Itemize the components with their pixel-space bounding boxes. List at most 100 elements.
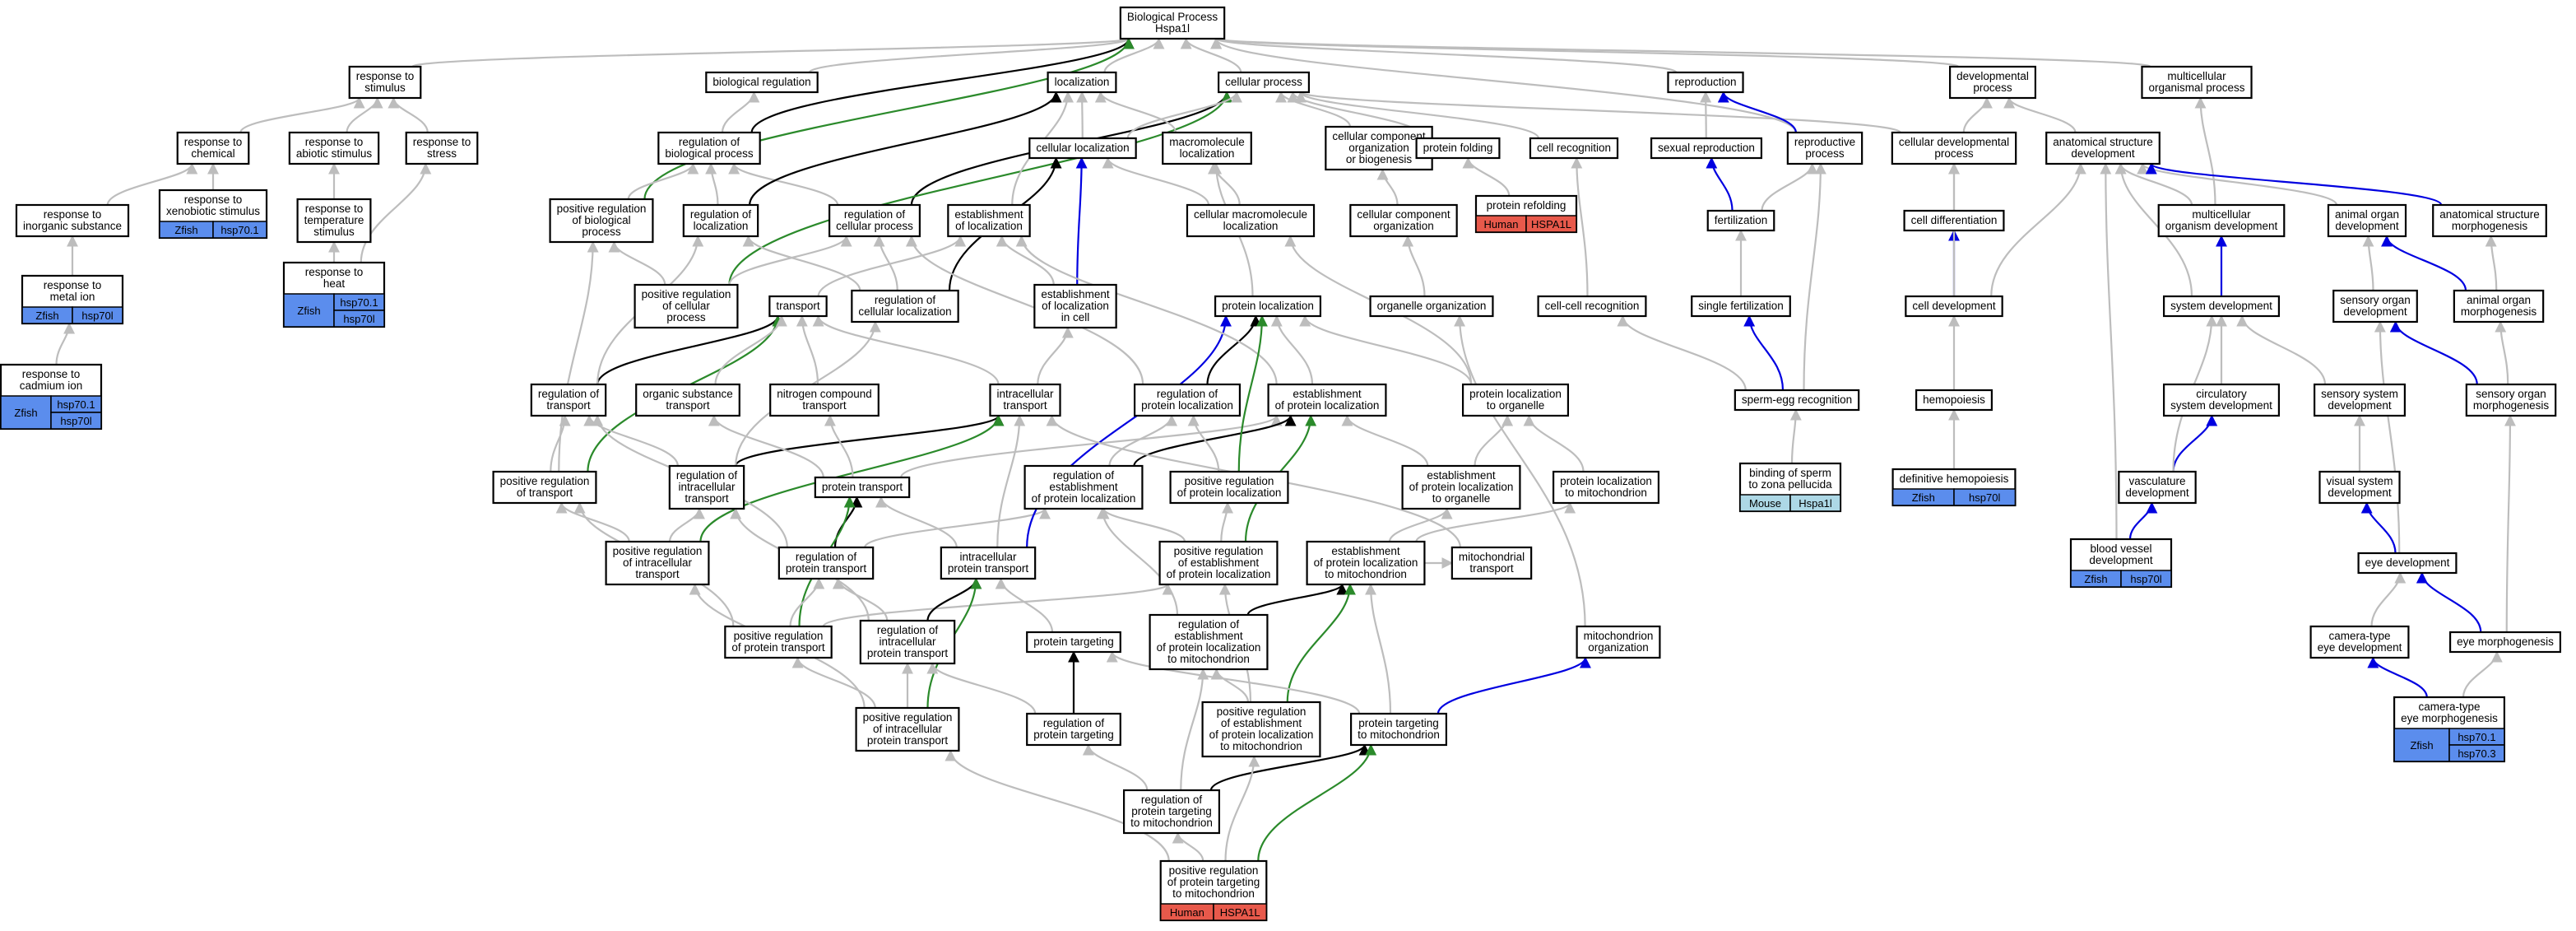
go-term-label: of protein localization: [1314, 556, 1418, 569]
go-term-node[interactable]: cell differentiation: [1903, 209, 2005, 232]
go-term-node[interactable]: reproduction: [1667, 71, 1744, 94]
go-term-node[interactable]: system development: [2162, 295, 2281, 318]
go-term-node[interactable]: cell recognition: [1529, 137, 1619, 160]
go-term-node[interactable]: organelle organization: [1369, 295, 1494, 318]
go-term-node[interactable]: cellular localization: [1028, 137, 1137, 160]
go-term-node[interactable]: transport: [768, 295, 828, 318]
go-term-node[interactable]: protein localization: [1214, 295, 1322, 318]
go-term-node[interactable]: sperm-egg recognition: [1734, 389, 1860, 412]
go-term-node[interactable]: biological regulation: [705, 71, 819, 94]
go-term-label: animal organ: [2335, 208, 2399, 221]
go-term-node[interactable]: protein folding: [1415, 137, 1501, 160]
go-term-node[interactable]: cellular process: [1218, 71, 1310, 94]
go-term-node[interactable]: single fertilization: [1691, 295, 1791, 318]
go-term-node[interactable]: eye morphogenesis: [2448, 631, 2562, 654]
go-term-node[interactable]: cell development: [1905, 295, 2003, 318]
go-term-node[interactable]: hemopoiesis: [1915, 389, 1993, 412]
go-term-node[interactable]: fertilization: [1706, 209, 1775, 232]
go-term-node[interactable]: protein targeting: [1026, 631, 1121, 654]
go-term-node[interactable]: cell-cell recognition: [1537, 295, 1647, 318]
go-term-node[interactable]: eye development: [2357, 552, 2458, 575]
go-term-node[interactable]: sexual reproduction: [1650, 137, 1763, 160]
go-term-node[interactable]: localization: [1047, 71, 1117, 94]
go-term-node[interactable]: protein transport: [814, 476, 911, 499]
relation-edge-is-a: [239, 96, 365, 133]
go-term-label: positive regulation: [1169, 864, 1259, 877]
